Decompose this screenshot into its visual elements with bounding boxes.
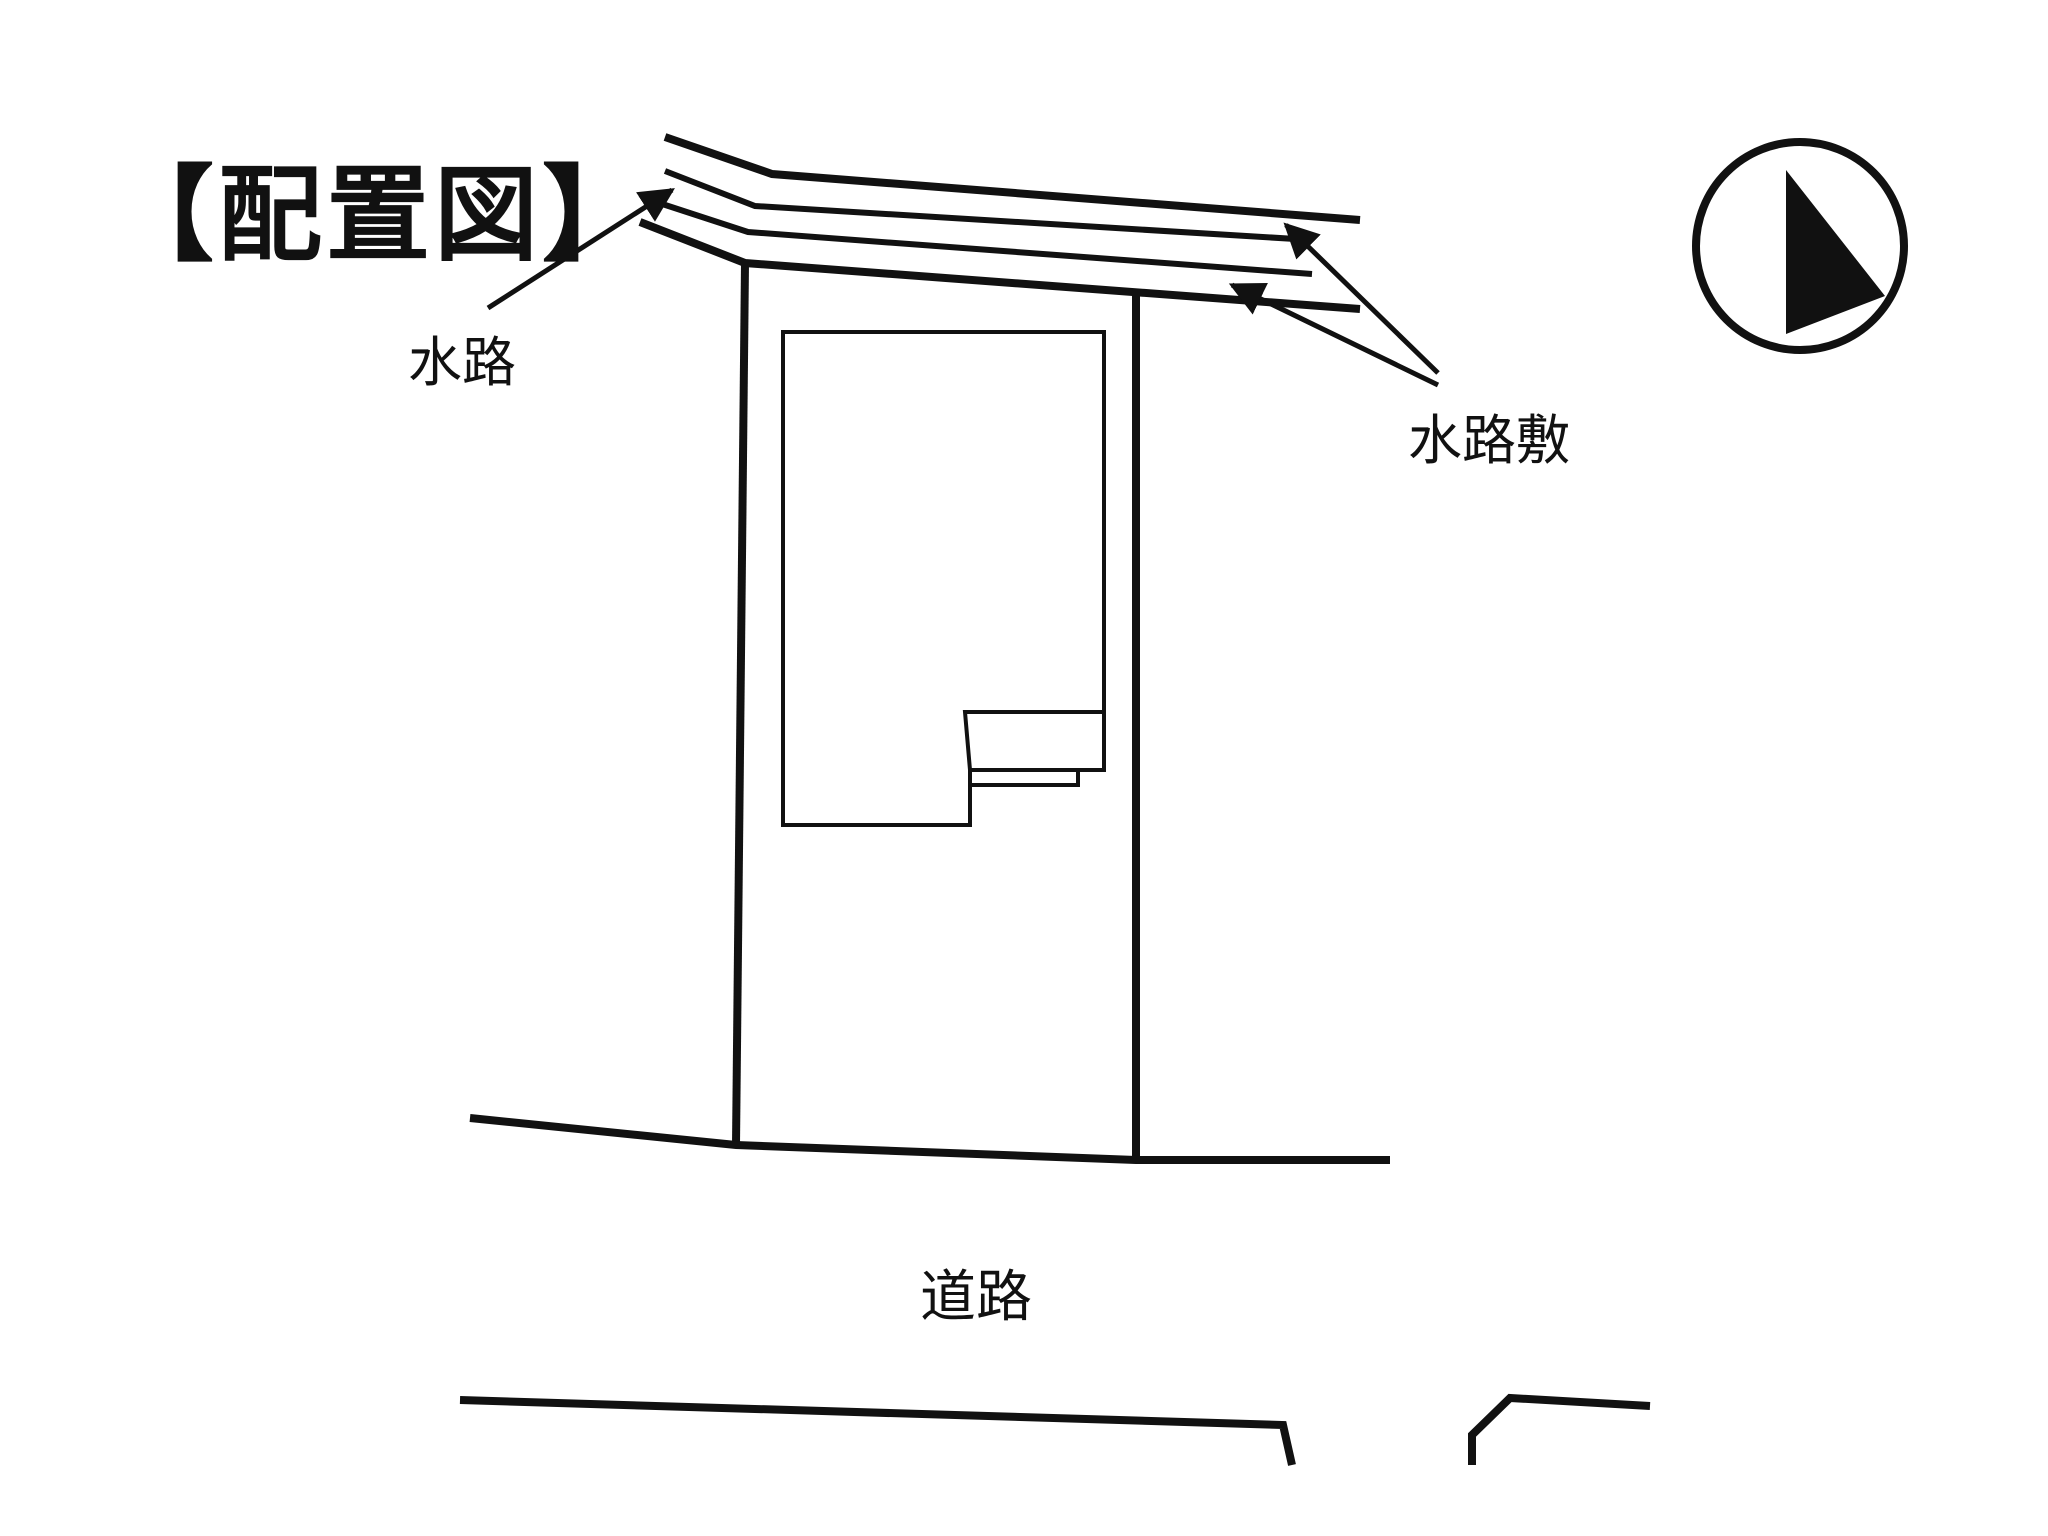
waterway-label: 水路: [408, 331, 516, 394]
road-edge-near: [469, 1114, 1390, 1164]
waterway-land-leader-arrow-2: [1228, 282, 1440, 388]
waterway-land-leader-arrow-1: [1283, 222, 1440, 375]
waterway-edge-top: [663, 133, 1361, 224]
waterway-land-label: 水路敷: [1408, 409, 1570, 472]
road-edge-far-right: [1468, 1393, 1651, 1465]
building-outline: [781, 330, 1106, 827]
waterway-centerline-1: [663, 168, 1313, 243]
waterway-leader-arrow: [486, 187, 675, 311]
lot-boundary-left: [732, 262, 749, 1146]
building-entrance-outline: [962, 710, 1106, 787]
north-arrow-icon: [1692, 138, 1908, 354]
waterway-centerline-2: [649, 197, 1313, 277]
page-title: 【配置図】: [110, 154, 651, 276]
road-label: 道路: [920, 1265, 1032, 1330]
road-edge-far-left: [459, 1396, 1296, 1466]
